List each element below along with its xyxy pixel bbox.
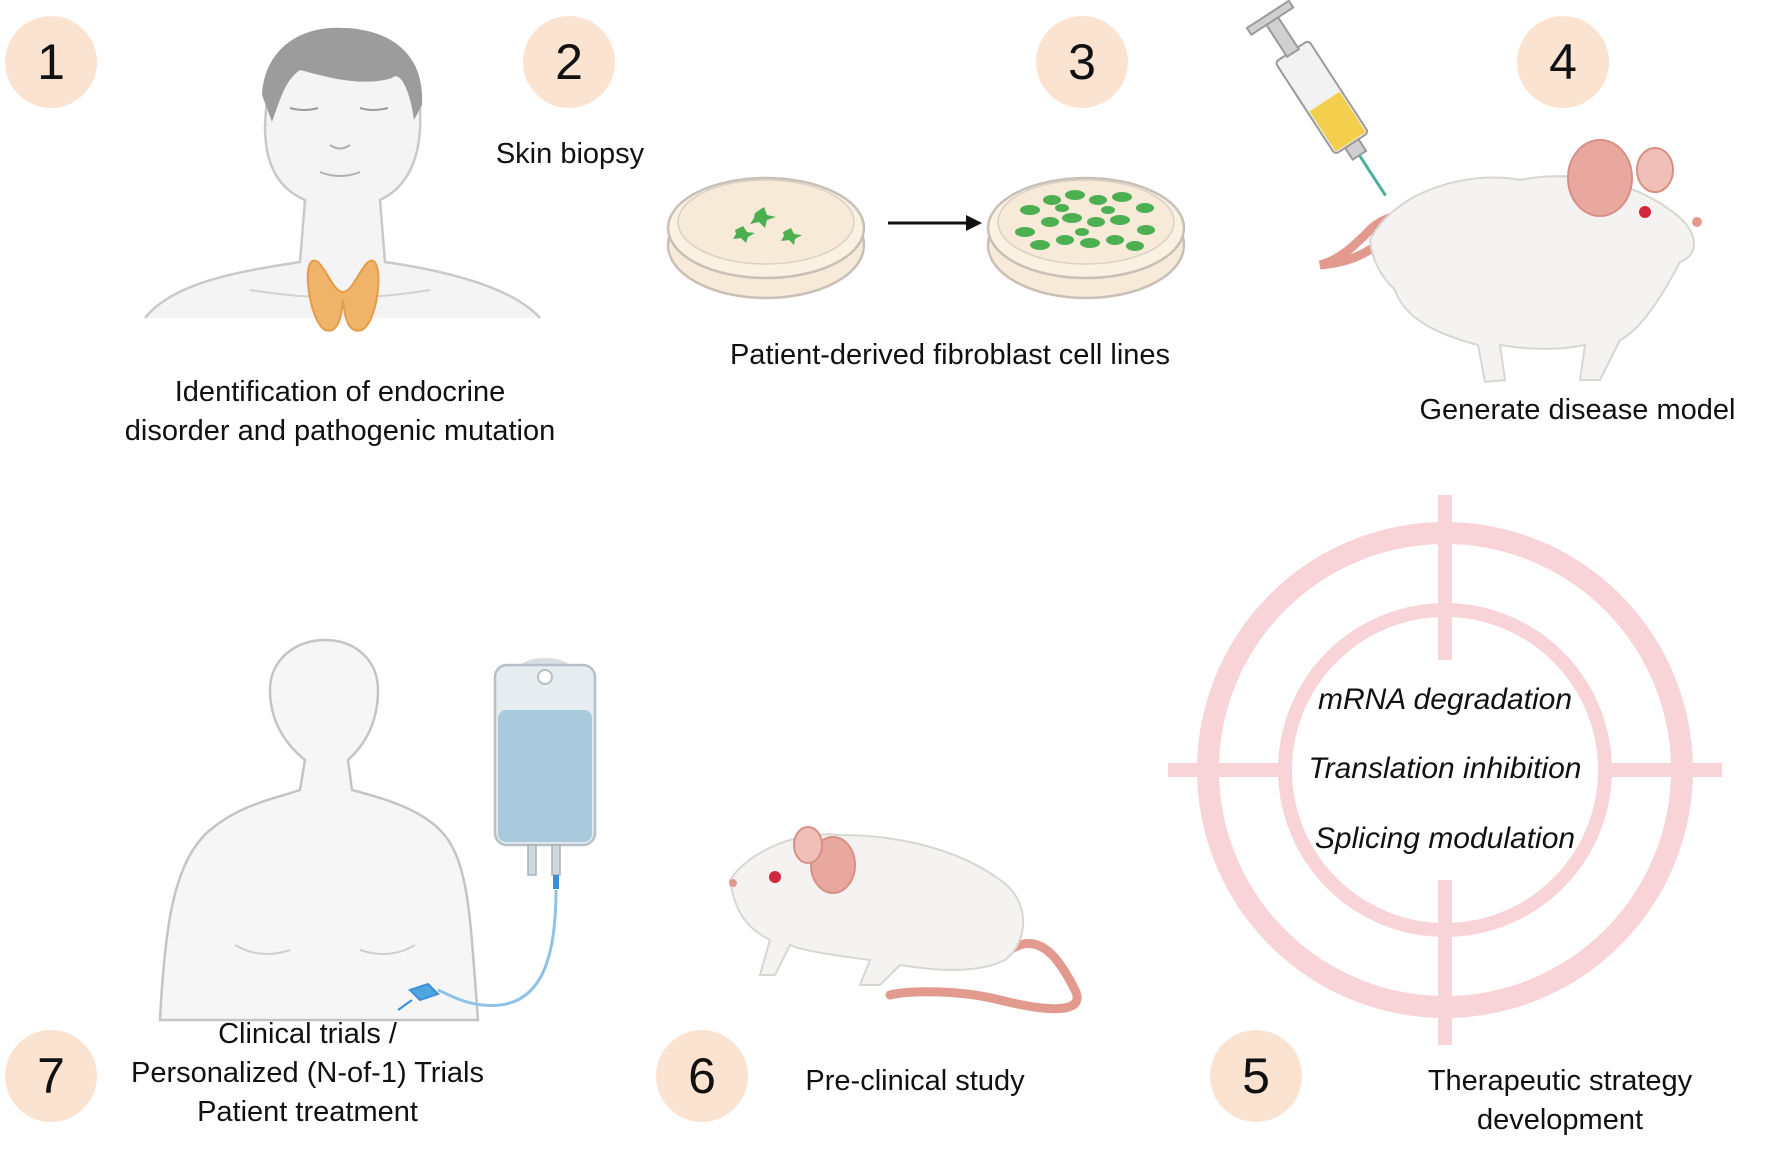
step-5-label-line-1: Therapeutic strategy: [1427, 1065, 1693, 1097]
thyroid-icon: [306, 259, 380, 332]
mouse-study-icon: [728, 826, 1082, 1014]
syringe-icon: [1245, 0, 1387, 197]
step-badge-6: 6: [656, 1030, 748, 1122]
strategy-translation-inhibition: Translation inhibition: [1308, 752, 1582, 785]
petri-dish-cultured-icon: [986, 176, 1186, 300]
step-7-label-line-1: Clinical trials /: [218, 1018, 397, 1050]
iv-bag-icon: [397, 658, 597, 1011]
step-badge-2: 2: [523, 16, 615, 108]
strategy-mrna-degradation: mRNA degradation: [1317, 683, 1573, 716]
petri-dish-biopsy-icon: [666, 176, 866, 300]
patient-torso-icon: [158, 638, 480, 1022]
arrow-icon: [888, 215, 982, 231]
step-7-label-line-3: Patient treatment: [197, 1096, 418, 1128]
step-1-label: Identification of endocrine disorder and…: [75, 373, 605, 451]
target-icon: [1168, 495, 1722, 1045]
step-4-label: Generate disease model: [1419, 394, 1736, 426]
step-7-label-line-2: Personalized (N-of-1) Trials: [131, 1057, 484, 1089]
strategy-splicing-modulation: Splicing modulation: [1314, 822, 1576, 855]
step-5-label-line-2: development: [1476, 1104, 1644, 1136]
step-badge-5: 5: [1210, 1030, 1302, 1122]
step-badge-1: 1: [5, 16, 97, 108]
step-7-label: Clinical trials / Personalized (N-of-1) …: [90, 1015, 525, 1132]
step-1-label-line-1: Identification of endocrine: [174, 376, 506, 408]
step-5-label: Therapeutic strategy development: [1390, 1062, 1730, 1140]
step-2-label: Skin biopsy: [495, 138, 645, 170]
step-3-label: Patient-derived fibroblast cell lines: [729, 339, 1171, 371]
step-badge-3: 3: [1036, 16, 1128, 108]
step-badge-4: 4: [1517, 16, 1609, 108]
mouse-model-icon: [1318, 139, 1702, 384]
step-1-label-line-2: disorder and pathogenic mutation: [124, 415, 556, 447]
step-badge-7: 7: [5, 1030, 97, 1122]
step-6-label: Pre-clinical study: [805, 1065, 1025, 1097]
